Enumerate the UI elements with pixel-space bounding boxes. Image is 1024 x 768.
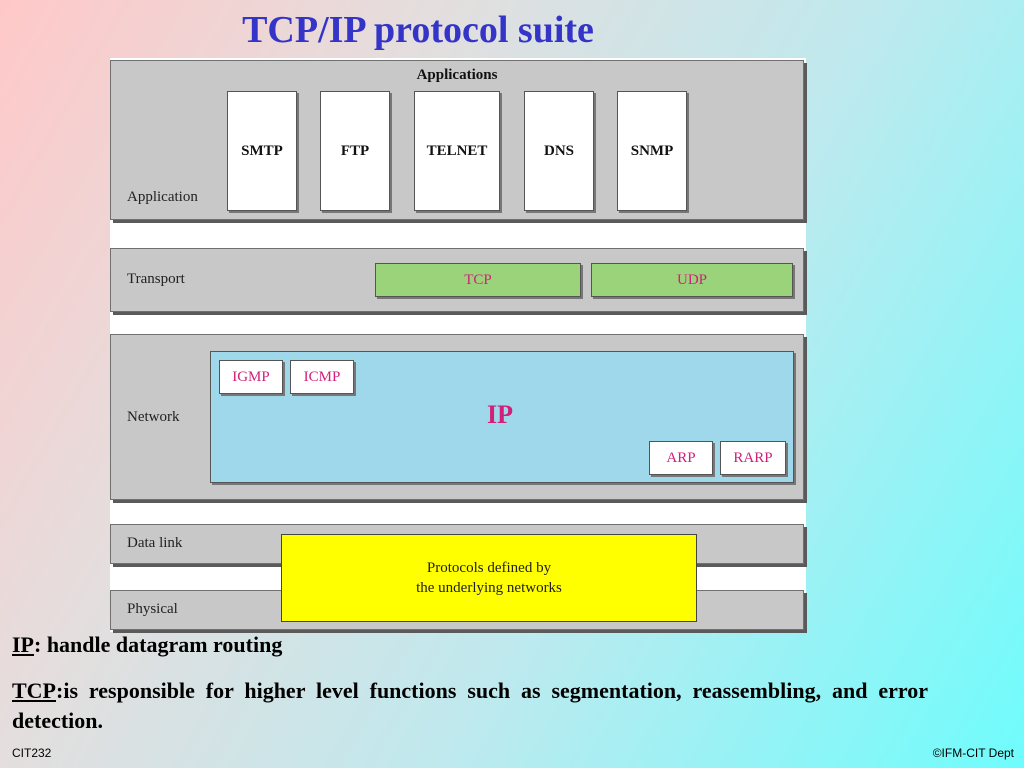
ip-label: IP	[487, 400, 513, 429]
network-label: Network	[127, 409, 180, 425]
udp-box: UDP	[591, 263, 793, 297]
network-layer: Network IGMP ICMP IP ARP RARP	[110, 334, 804, 500]
tcp-note: TCP:is responsible for higher level func…	[12, 676, 928, 736]
footer-copyright: ©IFM-CIT Dept	[932, 746, 1014, 760]
transport-label: Transport	[127, 271, 185, 287]
tcp-box: TCP	[375, 263, 581, 297]
underlying-line-2: the underlying networks	[416, 580, 562, 596]
applications-heading: Applications	[416, 67, 498, 83]
snmp-box: SNMP	[617, 91, 687, 211]
transport-layer: Transport TCP UDP	[110, 248, 804, 312]
application-layer: Applications SMTP FTP TELNET DNS SNMP Ap…	[110, 60, 804, 220]
rarp-box: RARP	[720, 441, 786, 475]
ip-note: IP: handle datagram routing	[12, 632, 282, 658]
ip-area: IGMP ICMP IP ARP RARP	[210, 351, 794, 483]
telnet-box: TELNET	[414, 91, 500, 211]
dns-box: DNS	[524, 91, 594, 211]
application-label: Application	[127, 189, 198, 205]
smtp-box: SMTP	[227, 91, 297, 211]
ftp-box: FTP	[320, 91, 390, 211]
underlying-line-1: Protocols defined by	[426, 560, 552, 576]
icmp-box: ICMP	[290, 360, 354, 394]
protocol-stack-diagram: Applications SMTP FTP TELNET DNS SNMP Ap…	[110, 58, 806, 632]
ip-description: : handle datagram routing	[34, 632, 283, 657]
ip-term: IP	[12, 632, 34, 657]
slide-title: TCP/IP protocol suite	[242, 9, 594, 51]
arp-box: ARP	[649, 441, 713, 475]
igmp-box: IGMP	[219, 360, 283, 394]
datalink-label: Data link	[127, 535, 183, 551]
tcp-description: :is responsible for higher level functio…	[12, 678, 928, 733]
footer-course-code: CIT232	[12, 746, 52, 760]
physical-label: Physical	[127, 601, 178, 617]
underlying-networks-box: Protocols defined by the underlying netw…	[281, 534, 697, 622]
tcp-term: TCP	[12, 678, 56, 703]
